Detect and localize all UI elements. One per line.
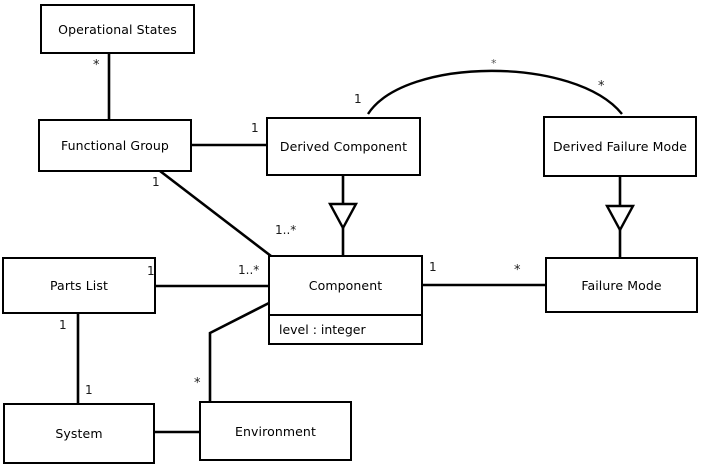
multiplicity-environment-end-component: * — [194, 376, 201, 391]
edge-derived-component-derived-failure-mode-arc — [366, 69, 623, 115]
multiplicity-parts-list-end-component: 1 — [147, 264, 155, 278]
multiplicity-component-end-failure-mode: 1 — [429, 260, 437, 274]
class-box-failure-mode[interactable]: Failure Mode — [545, 257, 698, 313]
multiplicity-component-end-functional-group: 1..* — [275, 223, 297, 237]
multiplicity-component-end-parts-list: 1..* — [238, 263, 260, 277]
class-name-system: System — [55, 426, 103, 441]
class-name-derived-component: Derived Component — [279, 139, 408, 154]
generalization-triangle-derived-component — [327, 202, 359, 231]
class-box-environment[interactable]: Environment — [199, 401, 352, 461]
class-name-environment: Environment — [235, 423, 316, 439]
class-box-component[interactable]: Component level : integer — [268, 255, 423, 345]
class-name-component: Component — [308, 278, 383, 293]
class-attribute-component-level: level : integer — [270, 314, 421, 343]
multiplicity-functional-group-end-component: 1 — [152, 175, 160, 189]
multiplicity-arc-apex: * — [491, 57, 497, 70]
class-name-functional-group: Functional Group — [61, 138, 169, 153]
class-name-failure-mode: Failure Mode — [581, 277, 662, 293]
edge-component-environment — [208, 301, 270, 402]
class-name-derived-failure-mode: Derived Failure Mode — [552, 139, 688, 154]
class-box-operational-states[interactable]: Operational States — [40, 4, 195, 54]
multiplicity-derived-failure-mode-arc: * — [598, 79, 605, 94]
class-name-parts-list: Parts List — [49, 278, 108, 293]
multiplicity-failure-mode-end-component: * — [514, 263, 521, 278]
class-box-parts-list[interactable]: Parts List — [2, 257, 156, 314]
multiplicity-functional-group-derived-component: 1 — [251, 121, 259, 135]
generalization-triangle-derived-failure-mode — [604, 204, 636, 233]
multiplicity-parts-list-end-system: 1 — [59, 318, 67, 332]
multiplicity-system-end-parts-list: 1 — [85, 383, 93, 397]
class-box-derived-failure-mode[interactable]: Derived Failure Mode — [543, 116, 697, 177]
class-box-functional-group[interactable]: Functional Group — [38, 119, 192, 172]
class-box-derived-component[interactable]: Derived Component — [266, 117, 421, 176]
edge-functional-group-component — [159, 169, 272, 258]
multiplicity-derived-component-arc: 1 — [354, 92, 362, 106]
class-box-system[interactable]: System — [3, 403, 155, 464]
class-name-operational-states: Operational States — [58, 21, 177, 37]
multiplicity-operational-states-functional-group: * — [93, 58, 100, 73]
